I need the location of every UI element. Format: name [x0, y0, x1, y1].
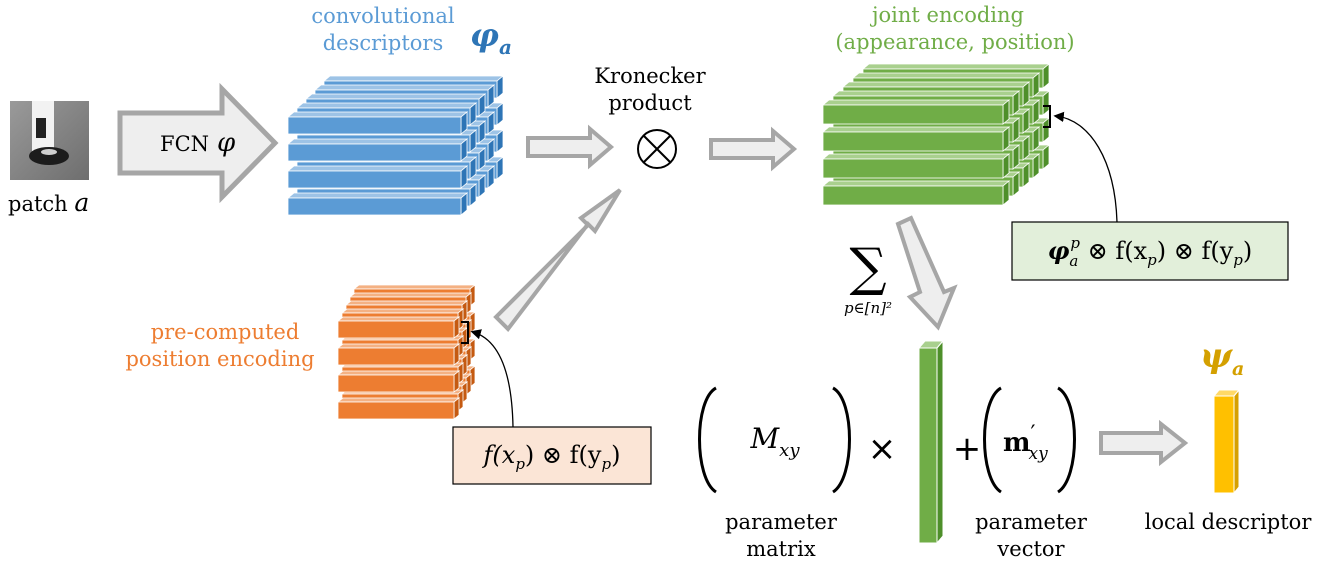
slab-front-face: [287, 170, 462, 189]
param-vector-label-line2: vector: [996, 537, 1065, 561]
slab-side-face: [453, 370, 460, 393]
sum-subscript: p∈[n]²: [844, 299, 892, 317]
slab-top-face: [851, 72, 1041, 79]
times-symbol: ×: [868, 429, 897, 469]
joint-pointer-curve: [1053, 111, 1118, 223]
slab-top-face: [348, 292, 473, 298]
slab-front-face: [822, 158, 1004, 179]
slab-side-face: [453, 397, 460, 420]
slab-side-face: [453, 343, 460, 366]
slab-front-face: [822, 131, 1004, 152]
slab-top-face: [841, 81, 1031, 88]
matrix-symbol: Mxy: [750, 422, 801, 461]
slab-top-face: [336, 397, 461, 403]
param-matrix-label-line1: parameter: [725, 510, 838, 534]
arrow-to-joint-encoding: [709, 126, 798, 172]
slab-front-face: [287, 116, 462, 135]
psi-a-symbol: ψa: [1200, 336, 1244, 380]
vector-symbol: m′xy: [1003, 422, 1048, 464]
slab-front-face: [287, 143, 462, 162]
slab-top-face: [831, 90, 1021, 97]
position-element-bracket: [461, 321, 469, 344]
slab-top-face: [295, 102, 478, 109]
slab-front-face: [337, 374, 455, 393]
joint-element-bracket: [1043, 105, 1051, 128]
slab-top-face: [821, 180, 1011, 187]
joint-encoding-stack: [821, 63, 1051, 206]
slab-top-face: [821, 99, 1011, 106]
slab-top-face: [340, 308, 465, 314]
slab-top-face: [322, 75, 505, 82]
kronecker-label-line1: Kronecker: [594, 64, 706, 88]
sum-symbol: ∑: [849, 238, 886, 298]
matrix-left-paren: [698, 386, 717, 494]
conv-descriptor-stack: [286, 75, 505, 216]
slab-top-face: [336, 343, 461, 349]
kronecker-symbol: [637, 129, 677, 169]
joint-formula: φap ⊗ f(xp) ⊗ f(yp): [1048, 234, 1253, 270]
slab-top-face: [286, 111, 469, 118]
slab-top-face: [861, 63, 1051, 70]
plus-symbol: +: [953, 429, 982, 469]
arrow-position-to-kronecker: [493, 188, 622, 333]
arrow-sum-down: [895, 215, 958, 331]
param-vector-label-line1: parameter: [975, 510, 1088, 534]
local-descriptor-label: local descriptor: [1145, 510, 1313, 534]
slab-front-face: [287, 197, 462, 216]
arrow-to-kronecker: [526, 124, 615, 170]
slab-front-face: [822, 185, 1004, 206]
phi-a-symbol: φa: [470, 16, 512, 59]
joint-vector-bar: [917, 339, 945, 545]
joint-label-line1: joint encoding: [869, 3, 1024, 27]
matrix-right-paren: [832, 386, 851, 494]
vector-left-paren: [983, 386, 1002, 494]
precomp-label-line2: position encoding: [125, 347, 314, 371]
local-descriptor-bar: [1212, 388, 1241, 495]
slab-top-face: [286, 165, 469, 172]
precomp-label-line1: pre-computed: [151, 320, 300, 344]
slab-front-face: [822, 104, 1004, 125]
vector-right-paren: [1057, 386, 1076, 494]
patch-label: patch a: [8, 188, 89, 217]
fcn-arrow: [117, 82, 279, 204]
slab-top-face: [336, 370, 461, 376]
slab-top-face: [821, 126, 1011, 133]
position-formula-box: [452, 426, 652, 485]
slab-side-face: [453, 316, 460, 339]
slab-top-face: [286, 138, 469, 145]
slab-front-face: [337, 401, 455, 420]
position-pointer-curve: [470, 329, 514, 428]
patch-image: [10, 101, 89, 180]
joint-formula-box: [1011, 221, 1289, 281]
slab-top-face: [821, 153, 1011, 160]
slab-front-face: [337, 320, 455, 339]
param-matrix-label-line2: matrix: [746, 537, 816, 561]
slab-top-face: [336, 316, 461, 322]
slab-top-face: [313, 84, 496, 91]
position-formula: f(xp) ⊗ f(yp): [482, 441, 621, 473]
kronecker-label-line2: product: [608, 91, 692, 115]
slab-top-face: [352, 284, 477, 290]
slab-top-face: [344, 300, 469, 306]
arrow-to-local-descriptor: [1099, 419, 1189, 467]
conv-label-line2: descriptors: [323, 31, 444, 55]
joint-label-line2: (appearance, position): [835, 30, 1074, 54]
position-encoding-stack: [336, 284, 477, 420]
slab-top-face: [286, 192, 469, 199]
slab-front-face: [337, 347, 455, 366]
conv-label-line1: convolutional: [311, 4, 455, 28]
slab-top-face: [304, 93, 487, 100]
